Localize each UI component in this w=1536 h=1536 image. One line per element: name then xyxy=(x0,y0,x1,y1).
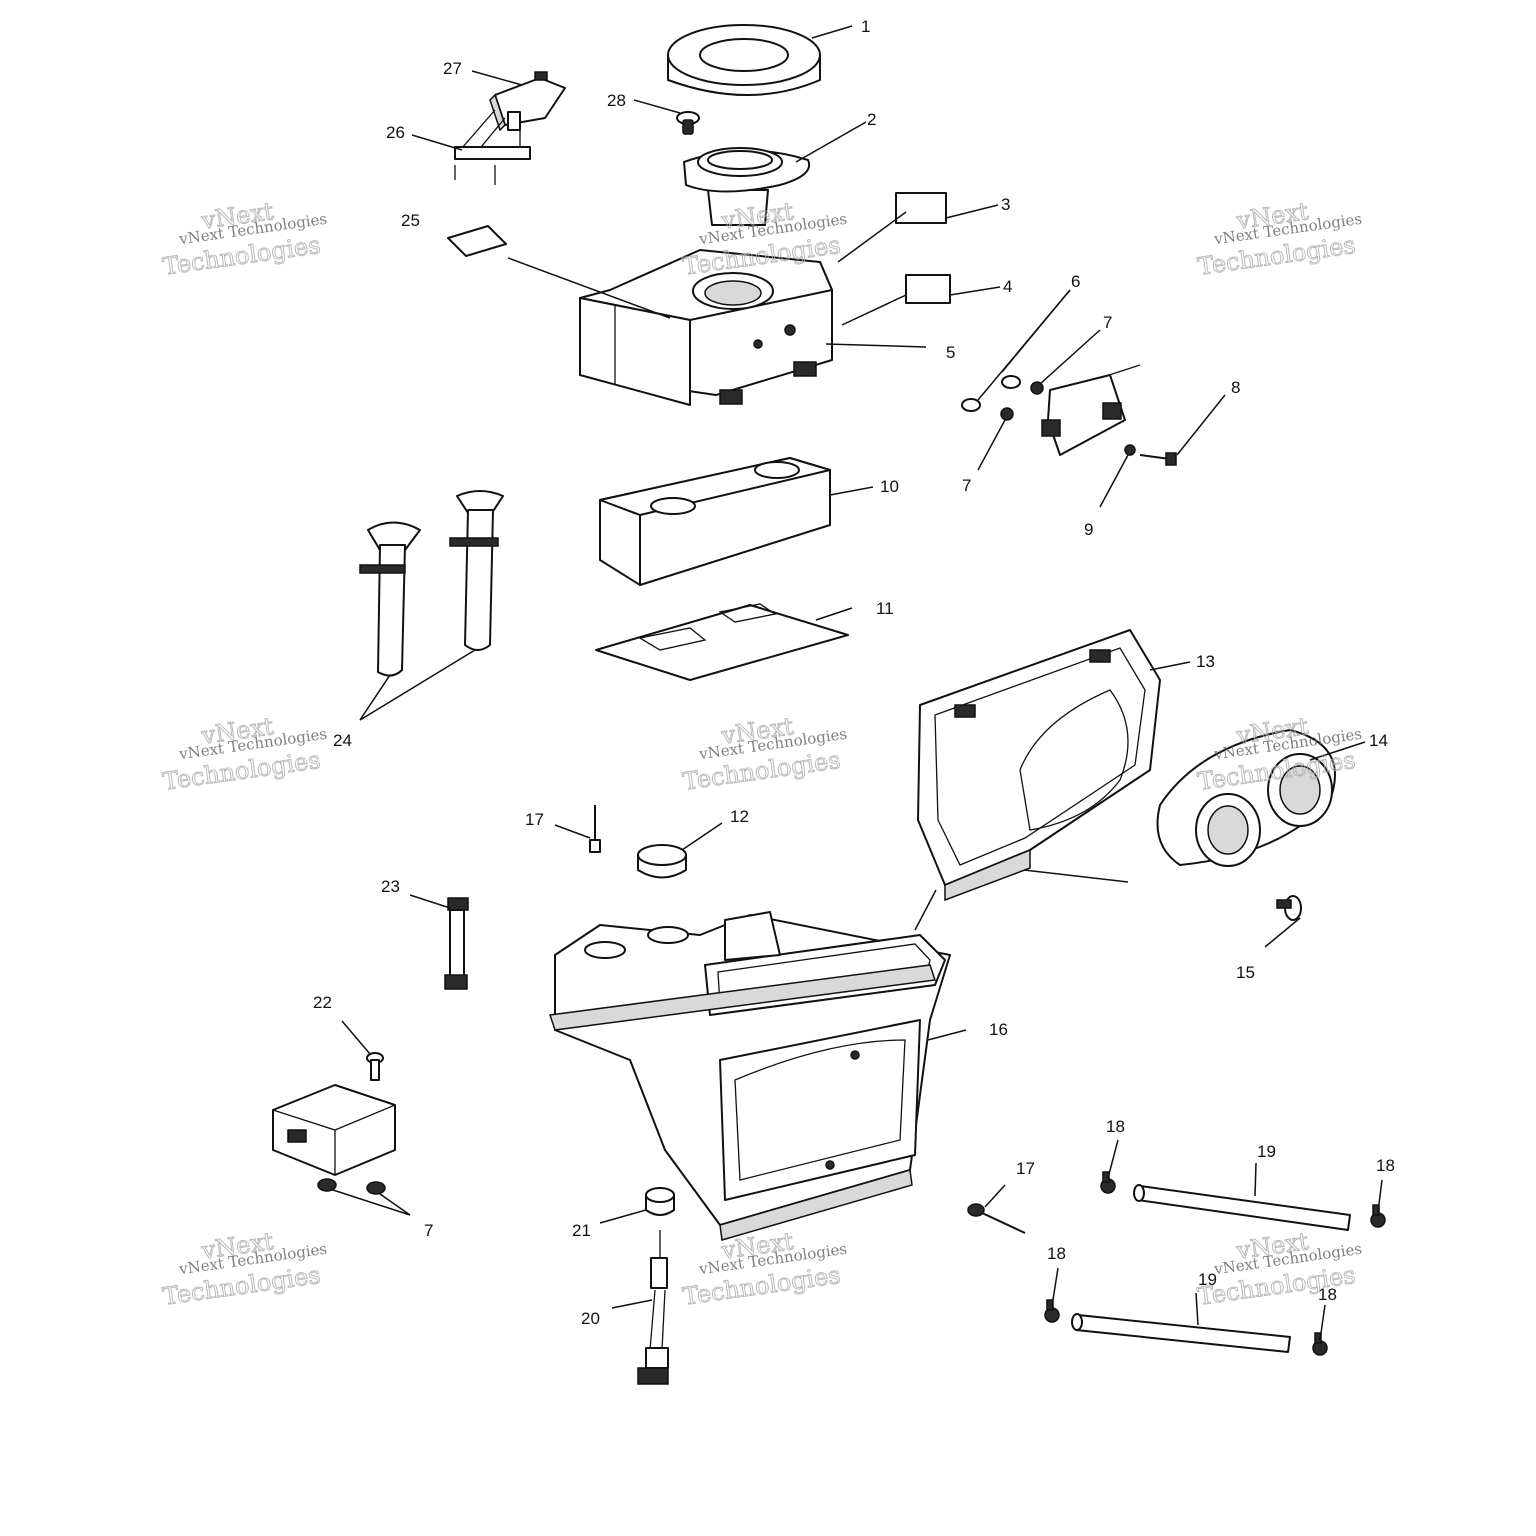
part-25-decal xyxy=(447,225,507,257)
part-16-airbox-base xyxy=(549,911,951,1241)
part-5-airbox-cover xyxy=(579,249,833,406)
callout-9: 9 xyxy=(1084,520,1093,539)
watermark-1: vNext vNext Technologies Technologies xyxy=(160,197,328,282)
part-19-rod-lower xyxy=(1071,1313,1291,1353)
callout-10: 10 xyxy=(880,477,899,496)
callout-24: 24 xyxy=(333,731,352,750)
callout-11: 11 xyxy=(876,599,894,618)
callout-8: 8 xyxy=(1231,378,1240,397)
part-1-foam-ring xyxy=(667,24,821,96)
coil-assembly xyxy=(1041,364,1141,456)
callout-18-c: 18 xyxy=(1047,1244,1066,1263)
part-6-grommets xyxy=(961,375,1021,412)
watermark-9: vNext vNext Technologies Technologies xyxy=(1195,1227,1363,1312)
part-18-clamp-b xyxy=(1370,1204,1386,1228)
part-15-screw xyxy=(1276,895,1302,921)
watermark-3: vNext vNext Technologies Technologies xyxy=(1195,197,1363,282)
part-28-push-rivet xyxy=(676,111,700,135)
callout-19-upper: 19 xyxy=(1257,1142,1276,1161)
callout-15: 15 xyxy=(1236,963,1255,982)
callout-12: 12 xyxy=(730,807,749,826)
callout-14: 14 xyxy=(1369,731,1388,750)
part-12-cap xyxy=(637,844,687,879)
callout-7-lower: 7 xyxy=(424,1221,433,1240)
part-18-clamp-d xyxy=(1312,1332,1328,1356)
callout-4: 4 xyxy=(1003,277,1012,296)
part-19-rod-upper xyxy=(1133,1184,1351,1231)
callout-25: 25 xyxy=(401,211,420,230)
part-2-adapter-plate xyxy=(683,147,811,226)
part-8-bolt xyxy=(1139,452,1177,466)
callout-16: 16 xyxy=(989,1020,1008,1039)
callout-13: 13 xyxy=(1196,652,1215,671)
watermark-8: vNext vNext Technologies Technologies xyxy=(680,1227,848,1312)
callout-23: 23 xyxy=(381,877,400,896)
callout-18-a: 18 xyxy=(1106,1117,1125,1136)
callout-20: 20 xyxy=(581,1309,600,1328)
callout-26: 26 xyxy=(386,123,405,142)
part-20-sensor xyxy=(637,1230,669,1385)
part-11-gasket xyxy=(595,603,849,681)
watermark-7: vNext vNext Technologies Technologies xyxy=(160,1227,328,1312)
callout-1: 1 xyxy=(861,17,870,36)
part-9-washer xyxy=(1124,444,1136,456)
callout-22: 22 xyxy=(313,993,332,1012)
callout-18-d: 18 xyxy=(1318,1285,1337,1304)
callout-5: 5 xyxy=(946,343,955,362)
callout-17-upper: 17 xyxy=(525,810,544,829)
part-23-drain xyxy=(444,897,469,990)
part-14-twin-outlet xyxy=(1156,729,1336,867)
part-13-airbox-door xyxy=(917,629,1161,902)
callout-21: 21 xyxy=(572,1221,591,1240)
callout-28: 28 xyxy=(607,91,626,110)
part-3-decal xyxy=(895,192,947,224)
part-18-clamp-c xyxy=(1044,1299,1060,1323)
callout-2: 2 xyxy=(867,110,876,129)
callout-7-upper: 7 xyxy=(1103,313,1112,332)
watermark-6: vNext vNext Technologies Technologies xyxy=(1195,712,1363,797)
callout-18-b: 18 xyxy=(1376,1156,1395,1175)
leader-lines xyxy=(332,25,1383,1341)
part-18-clamp-a xyxy=(1100,1171,1116,1194)
part-17-rivet-upper xyxy=(589,805,601,853)
part-22-screw xyxy=(366,1052,384,1081)
part-21-grommet xyxy=(645,1187,675,1216)
callout-6: 6 xyxy=(1071,272,1080,291)
part-24-velocity-stacks xyxy=(359,490,504,677)
callout-17-lower: 17 xyxy=(1016,1159,1035,1178)
callout-19-lower: 19 xyxy=(1198,1270,1217,1289)
part-26-clip-rod xyxy=(454,109,531,185)
callout-27: 27 xyxy=(443,59,462,78)
ecu-module xyxy=(272,1084,396,1176)
callout-3: 3 xyxy=(1001,195,1010,214)
part-17-rivet-lower xyxy=(967,1203,1026,1234)
part-7-washers-lower xyxy=(317,1178,386,1195)
watermark-2: vNext vNext Technologies Technologies xyxy=(680,197,848,282)
part-10-foam-block xyxy=(599,457,831,586)
part-27-bracket xyxy=(489,71,566,132)
watermark-5: vNext vNext Technologies Technologies xyxy=(680,712,848,797)
watermark-4: vNext vNext Technologies Technologies xyxy=(160,712,328,797)
callout-labels: 1 2 3 4 5 6 7 7 8 9 10 11 12 13 14 15 16… xyxy=(313,17,1395,1328)
callout-7-mid: 7 xyxy=(962,476,971,495)
part-4-decal xyxy=(905,274,951,304)
part-7-washers-upper xyxy=(1000,381,1044,421)
